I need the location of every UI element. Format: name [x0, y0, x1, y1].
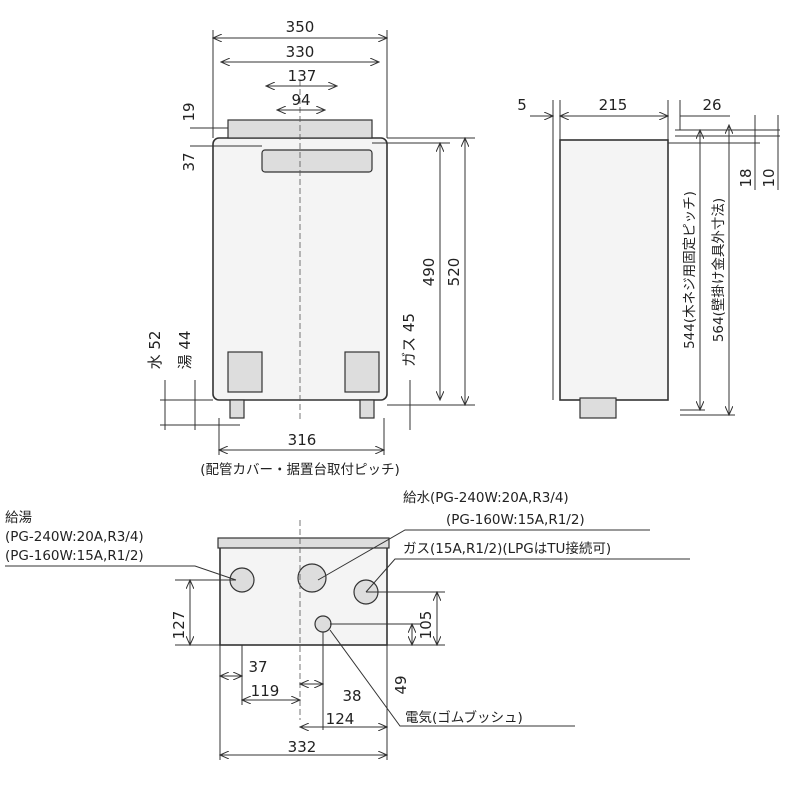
dim-94: 94	[291, 91, 310, 109]
dim-119: 119	[251, 682, 280, 700]
hot-pipe	[229, 399, 245, 419]
dim-332: 332	[288, 738, 317, 756]
exhaust-vent	[261, 149, 373, 173]
side-pipes	[579, 397, 617, 419]
hot-spec-1: (PG-240W:20A,R3/4)	[5, 529, 144, 545]
cold-inlet	[297, 563, 327, 593]
dim-38: 38	[342, 687, 361, 705]
dim-490: 490	[420, 258, 438, 287]
gas-pipe	[359, 399, 375, 419]
dim-127: 127	[170, 611, 188, 640]
dim-350: 350	[286, 18, 315, 36]
bottom-view: 給湯 (PG-240W:20A,R3/4) (PG-160W:15A,R1/2)…	[5, 490, 690, 760]
side-view: 5 215 26 18 10 544(木ネジ用固定ピッチ) 564(壁掛け金具外…	[517, 96, 780, 419]
electric-bushing	[314, 615, 332, 633]
hot-title: 給湯	[5, 509, 32, 526]
dim-49: 49	[392, 675, 410, 694]
dim-544: 544(木ネジ用固定ピッチ)	[682, 191, 698, 349]
dim-18: 18	[737, 168, 755, 187]
bottom-rail	[217, 537, 390, 549]
intake-louver-left	[227, 351, 263, 393]
dim-124: 124	[326, 710, 355, 728]
front-view: 350 330 137 94 19 37 490 520 水 52 湯 44 ガ…	[146, 18, 475, 478]
dim-564: 564(壁掛け金具外寸法)	[711, 198, 727, 342]
dim-10: 10	[760, 168, 778, 187]
dim-19: 19	[180, 102, 198, 121]
dim-520: 520	[445, 258, 463, 287]
heater-body-side	[559, 139, 669, 401]
dim-316: 316	[288, 431, 317, 449]
dim-215: 215	[599, 96, 628, 114]
dim-37: 37	[180, 152, 198, 171]
dim-330: 330	[286, 43, 315, 61]
intake-louver-right	[344, 351, 380, 393]
dim-137: 137	[288, 67, 317, 85]
cold-spec-2: (PG-160W:15A,R1/2)	[446, 512, 585, 528]
cold-spec-1: 給水(PG-240W:20A,R3/4)	[403, 490, 569, 506]
gas-spec: ガス(15A,R1/2)(LPGはTU接続可)	[403, 540, 611, 557]
dim-37-bottom: 37	[248, 658, 267, 676]
hot-spec-2: (PG-160W:15A,R1/2)	[5, 548, 144, 564]
dim-105: 105	[417, 611, 435, 640]
gas-dim-label: ガス 45	[400, 313, 418, 367]
dim-5: 5	[517, 96, 527, 114]
dim-26: 26	[702, 96, 721, 114]
water-dim-label: 水 52	[146, 331, 164, 370]
electric-label: 電気(ゴムブッシュ)	[405, 709, 523, 726]
hot-dim-label: 湯 44	[176, 331, 194, 370]
pitch-caption: (配管カバー・据置台取付ピッチ)	[200, 462, 400, 478]
